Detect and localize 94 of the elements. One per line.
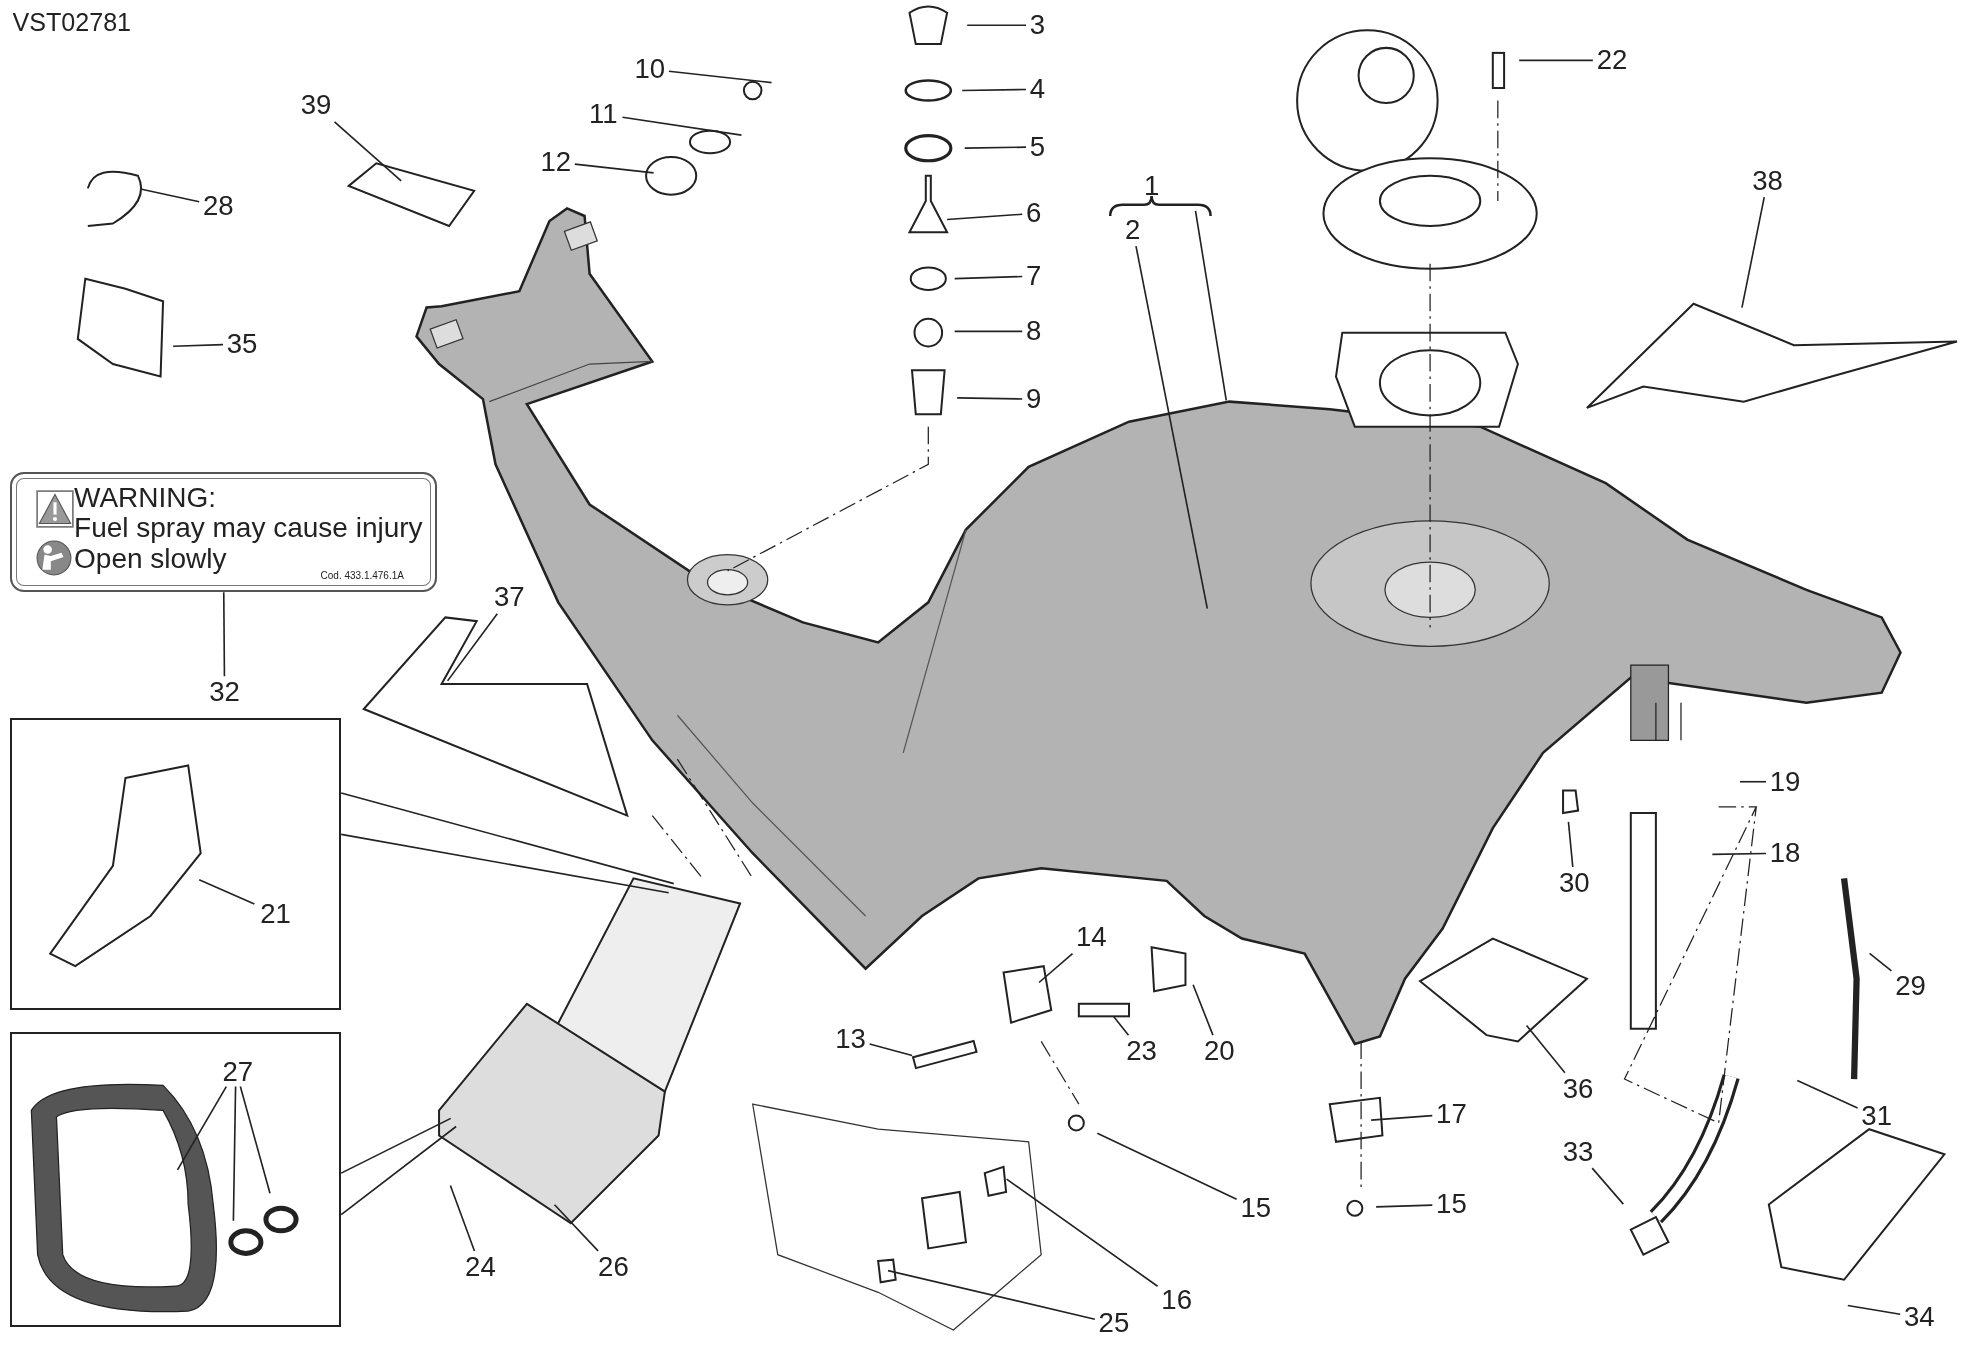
leader-line	[239, 1085, 271, 1195]
callout-number: 1	[1143, 171, 1160, 200]
callout-number: 35	[226, 329, 258, 358]
leader-line	[340, 833, 670, 894]
leader-line	[1525, 1024, 1566, 1074]
leader-line	[961, 88, 1027, 92]
leader-line	[966, 24, 1027, 27]
leader-line	[449, 1184, 476, 1252]
leader-line	[1194, 210, 1228, 402]
callout-number: 19	[1769, 767, 1801, 796]
callout-number: 33	[1562, 1137, 1594, 1166]
callout-number: 38	[1752, 166, 1783, 195]
leader-line	[621, 116, 743, 136]
leader-line	[340, 1125, 457, 1216]
leader-line	[1113, 1015, 1130, 1036]
leader-line	[140, 188, 200, 203]
leader-line	[446, 612, 499, 682]
callout-number: 24	[465, 1253, 496, 1281]
callout-number: 20	[1204, 1037, 1235, 1066]
callout-number: 17	[1436, 1100, 1467, 1128]
leader-line	[1796, 1079, 1859, 1109]
leader-line	[956, 397, 1024, 400]
leader-line	[1518, 59, 1594, 62]
callout-number: 32	[209, 678, 240, 707]
leader-line	[868, 1043, 913, 1057]
leader-line	[232, 1085, 237, 1222]
callout-number: 36	[1562, 1075, 1594, 1103]
leader-line	[1567, 821, 1574, 868]
callout-number: 25	[1098, 1309, 1130, 1338]
leader-line	[172, 343, 224, 348]
callout-number: 29	[1895, 972, 1926, 1000]
leader-line	[668, 70, 773, 84]
leader-line	[1005, 1178, 1159, 1288]
warning-heading: WARNING:	[74, 483, 217, 512]
leader-line	[963, 146, 1027, 149]
callout-number: 7	[1026, 262, 1042, 290]
callout-number: 37	[493, 583, 525, 611]
leader-line	[340, 1117, 452, 1174]
leader-line	[1741, 196, 1766, 309]
warning-text: Fuel spray may cause injury	[74, 513, 423, 542]
callout-number: 34	[1904, 1303, 1935, 1331]
callout-number: 12	[540, 148, 572, 176]
leader-line	[1846, 1304, 1902, 1316]
callout-number: 18	[1769, 839, 1801, 867]
warning-text: Open slowly	[74, 544, 227, 573]
leader-line	[176, 1085, 228, 1171]
callout-number: 9	[1026, 385, 1042, 413]
callout-number: 6	[1026, 199, 1042, 228]
leader-line	[1370, 1114, 1434, 1121]
callout-number: 5	[1029, 132, 1046, 161]
callout-number: 15	[1436, 1190, 1467, 1219]
leader-line	[1739, 780, 1767, 783]
callout-number: 15	[1240, 1194, 1272, 1222]
callout-number: 30	[1559, 869, 1590, 897]
warning-sticker	[10, 471, 437, 593]
leader-line	[340, 792, 675, 885]
leader-line	[1868, 952, 1893, 972]
leader-line	[574, 163, 655, 174]
callout-number: 23	[1126, 1037, 1157, 1066]
part-code: Cod. 433.1.476.1A	[320, 570, 404, 582]
callout-number: 27	[222, 1058, 254, 1086]
callout-number: 13	[835, 1024, 866, 1053]
leader-line	[953, 330, 1024, 333]
leader-line	[1375, 1204, 1434, 1208]
leader-line	[553, 1203, 599, 1252]
inset-frame	[10, 1032, 342, 1328]
callout-number: 31	[1861, 1102, 1892, 1131]
callout-number: 28	[202, 191, 234, 220]
callout-number: 22	[1596, 46, 1628, 74]
leader-line	[953, 275, 1024, 280]
leader-line	[1711, 852, 1767, 856]
callout-number: 2	[1125, 215, 1141, 244]
callout-number: 11	[589, 100, 618, 128]
callout-number: 26	[598, 1253, 629, 1281]
callout-number: 8	[1026, 317, 1042, 345]
leader-line	[946, 213, 1024, 221]
drawing-code: VST02781	[12, 7, 132, 37]
leader-line	[1096, 1132, 1238, 1201]
callout-number: 3	[1029, 11, 1046, 39]
leader-line	[1135, 245, 1209, 610]
leader-line	[1038, 952, 1074, 984]
callout-number: 14	[1076, 923, 1107, 951]
callout-number: 10	[634, 55, 666, 83]
callout-number: 39	[300, 91, 332, 120]
leader-line	[1192, 983, 1214, 1036]
callout-number: 16	[1161, 1285, 1193, 1314]
callout-number: 4	[1029, 75, 1046, 103]
leader-line	[1591, 1167, 1625, 1205]
leader-line	[222, 591, 226, 678]
leader-line	[887, 1269, 1096, 1320]
leader-line	[333, 121, 402, 182]
inset-frame	[10, 717, 342, 1010]
leader-line	[198, 879, 256, 905]
callout-number: 21	[260, 900, 291, 928]
